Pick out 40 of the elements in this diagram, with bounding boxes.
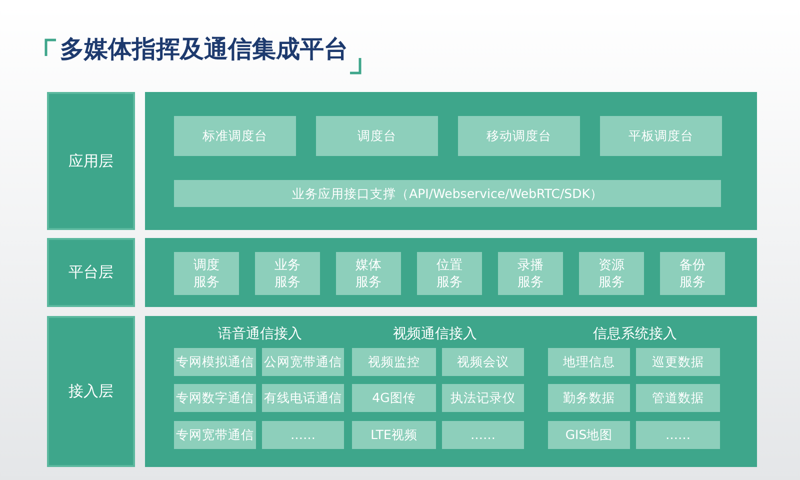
module-box: 专网模拟通信 xyxy=(174,348,256,376)
module-box: 调度服务 xyxy=(174,252,239,295)
module-box: …… xyxy=(262,421,344,449)
module-box: 移动调度台 xyxy=(458,116,580,156)
module-box: 视频监控 xyxy=(352,348,436,376)
module-box: 标准调度台 xyxy=(174,116,296,156)
group-heading: 信息系统接入 xyxy=(592,325,678,343)
module-box: 执法记录仪 xyxy=(442,384,524,412)
module-box: 专网宽带通信 xyxy=(174,421,256,449)
group-heading: 语音通信接入 xyxy=(217,325,303,343)
module-box: 媒体服务 xyxy=(336,252,401,295)
module-box: 业务服务 xyxy=(255,252,320,295)
module-box: …… xyxy=(636,421,720,449)
module-box: 调度台 xyxy=(316,116,438,156)
module-box: 巡更数据 xyxy=(636,348,720,376)
module-box: 地理信息 xyxy=(548,348,630,376)
module-box: 勤务数据 xyxy=(548,384,630,412)
layer-label: 应用层 xyxy=(47,92,135,230)
module-box: 业务应用接口支撑（API/Webservice/WebRTC/SDK） xyxy=(174,180,721,207)
title: 多媒体指挥及通信集成平台 xyxy=(60,34,348,65)
module-box: 公网宽带通信 xyxy=(262,348,344,376)
module-box: 视频会议 xyxy=(442,348,524,376)
module-box: 资源服务 xyxy=(579,252,644,295)
module-box: 备份服务 xyxy=(660,252,725,295)
module-box: 有线电话通信 xyxy=(262,384,344,412)
module-box: 管道数据 xyxy=(636,384,720,412)
module-box: …… xyxy=(442,421,524,449)
module-box: 4G图传 xyxy=(352,384,436,412)
module-box: 平板调度台 xyxy=(600,116,722,156)
layer-panel xyxy=(145,316,757,467)
layer-panel xyxy=(145,92,757,230)
layer-panel xyxy=(145,238,757,307)
group-heading: 视频通信接入 xyxy=(392,325,478,343)
module-box: GIS地图 xyxy=(548,421,630,449)
module-box: LTE视频 xyxy=(352,421,436,449)
module-box: 位置服务 xyxy=(417,252,482,295)
layer-label: 接入层 xyxy=(47,316,135,467)
module-box: 专网数字通信 xyxy=(174,384,256,412)
layer-label: 平台层 xyxy=(47,238,135,307)
module-box: 录播服务 xyxy=(498,252,563,295)
